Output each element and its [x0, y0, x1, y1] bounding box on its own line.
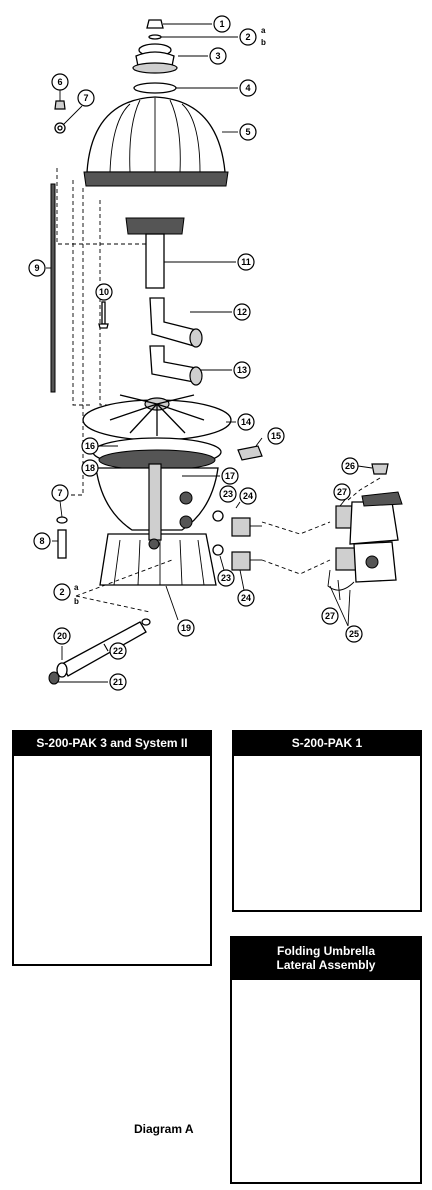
pak1-title: S-200-PAK 1 — [232, 730, 422, 756]
part-o-rings-and-unions — [212, 501, 262, 591]
part-lateral — [237, 437, 263, 461]
callout-2-lower: 2 ab — [53, 583, 79, 606]
svg-text:11: 11 — [241, 257, 251, 267]
folding-umbrella-title-line1: Folding Umbrella — [276, 944, 375, 958]
part-screw — [98, 301, 109, 329]
svg-text:8: 8 — [39, 536, 44, 546]
callout-2: 2 ab — [239, 26, 266, 47]
callout-6: 6 — [51, 73, 69, 91]
folding-umbrella-title-line2: Lateral Assembly — [276, 958, 376, 972]
svg-text:18: 18 — [85, 463, 95, 473]
svg-text:24: 24 — [243, 491, 253, 501]
callout-20: 20 — [53, 627, 71, 645]
svg-text:7: 7 — [83, 93, 88, 103]
callout-11: 11 — [237, 253, 255, 271]
callout-27-lower: 27 — [321, 607, 339, 625]
svg-text:10: 10 — [99, 287, 109, 297]
part-lower-elbow-pipe — [149, 345, 232, 386]
svg-text:6: 6 — [57, 77, 62, 87]
part-upper-elbow-pipe — [149, 297, 232, 348]
callout-24-upper: 24 — [239, 487, 257, 505]
pak1-box — [232, 730, 422, 912]
svg-text:9: 9 — [34, 263, 39, 273]
callout-15: 15 — [267, 427, 285, 445]
pak3-system2-title: S-200-PAK 3 and System II — [12, 730, 212, 756]
svg-text:23: 23 — [221, 573, 231, 583]
part-standpipe — [125, 217, 236, 289]
callout-21: 21 — [109, 673, 127, 691]
callout-19: 19 — [177, 619, 195, 637]
callout-12: 12 — [233, 303, 251, 321]
callout-24-lower: 24 — [237, 589, 255, 607]
svg-text:13: 13 — [237, 365, 247, 375]
svg-text:17: 17 — [225, 471, 235, 481]
svg-text:a: a — [74, 583, 79, 592]
callout-27-top: 27 — [333, 483, 351, 501]
callout-7: 7 — [77, 89, 95, 107]
part-lateral-assembly — [82, 394, 236, 441]
callout-16: 16 — [81, 437, 99, 455]
diagram-a-label: Diagram A — [134, 1122, 194, 1136]
svg-text:20: 20 — [57, 631, 67, 641]
callout-9: 9 — [28, 259, 46, 277]
svg-text:b: b — [261, 38, 266, 47]
svg-text:2: 2 — [59, 587, 64, 597]
part-closure-adapter — [132, 43, 208, 74]
part-vent-cap — [146, 19, 212, 29]
pak3-system2-box — [12, 730, 212, 966]
part-tie-rod — [46, 183, 56, 393]
svg-text:b: b — [74, 597, 79, 606]
part-dome-gasket — [133, 82, 238, 94]
svg-text:7: 7 — [57, 488, 62, 498]
svg-text:22: 22 — [113, 646, 123, 656]
callout-18: 18 — [81, 459, 99, 477]
callout-3: 3 — [209, 47, 227, 65]
part-filter-dome — [83, 96, 238, 187]
svg-text:2: 2 — [245, 32, 250, 42]
svg-text:15: 15 — [271, 431, 281, 441]
svg-text:1: 1 — [219, 19, 224, 29]
svg-text:25: 25 — [349, 629, 359, 639]
callout-10: 10 — [95, 283, 113, 301]
callout-5: 5 — [239, 123, 257, 141]
part-o-ring-small — [148, 34, 238, 40]
part-multiport-valve — [327, 463, 403, 627]
callout-22: 22 — [109, 642, 127, 660]
svg-text:27: 27 — [337, 487, 347, 497]
svg-text:26: 26 — [345, 461, 355, 471]
callout-23-lower: 23 — [217, 569, 235, 587]
svg-text:3: 3 — [215, 51, 220, 61]
callout-14: 14 — [237, 413, 255, 431]
svg-text:24: 24 — [241, 593, 251, 603]
folding-umbrella-title: Folding Umbrella Lateral Assembly — [230, 936, 422, 980]
part-filter-tank — [92, 437, 222, 621]
callout-23-upper: 23 — [219, 485, 237, 503]
callout-13: 13 — [233, 361, 251, 379]
svg-text:4: 4 — [245, 83, 250, 93]
svg-text:21: 21 — [113, 677, 123, 687]
svg-text:19: 19 — [181, 623, 191, 633]
svg-text:14: 14 — [241, 417, 251, 427]
callout-8: 8 — [33, 532, 51, 550]
callout-25: 25 — [345, 625, 363, 643]
part-air-relief-screw — [54, 100, 66, 134]
svg-text:a: a — [261, 26, 266, 35]
callout-4: 4 — [239, 79, 257, 97]
svg-text:16: 16 — [85, 441, 95, 451]
svg-text:5: 5 — [245, 127, 250, 137]
callout-7-lower: 7 — [51, 484, 69, 502]
callout-1: 1 — [213, 15, 231, 33]
svg-text:23: 23 — [223, 489, 233, 499]
svg-text:27: 27 — [325, 611, 335, 621]
callout-26: 26 — [341, 457, 359, 475]
callout-17: 17 — [221, 467, 239, 485]
svg-text:12: 12 — [237, 307, 247, 317]
part-drain-plug — [52, 516, 68, 559]
